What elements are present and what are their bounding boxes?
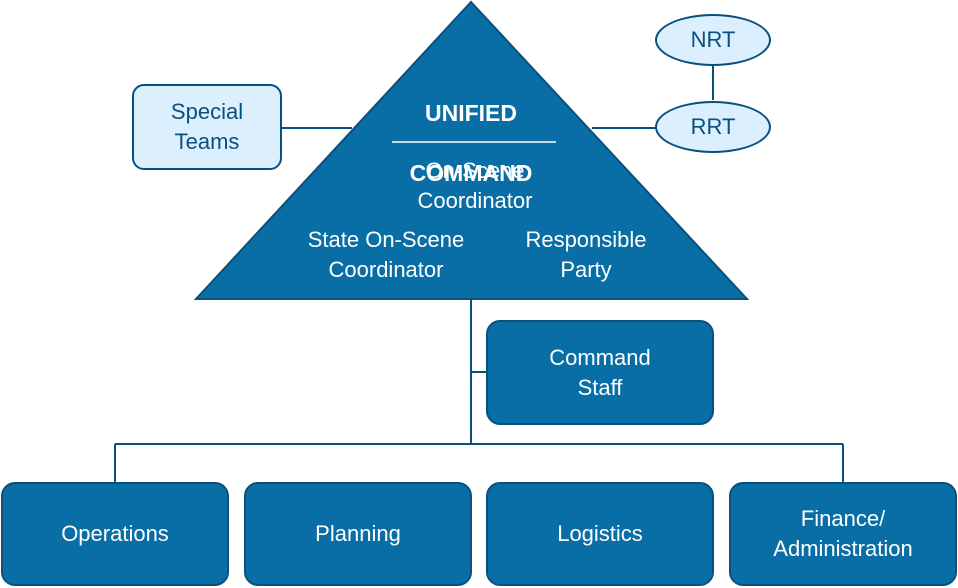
logistics-box: Logistics (486, 482, 714, 586)
state-on-scene-coordinator-label: State On-Scene Coordinator (307, 227, 465, 282)
finance-administration-box: Finance/ Administration (729, 482, 957, 586)
unified-command-title: UNIFIED COMMAND (371, 68, 571, 218)
command-staff-box: Command Staff (486, 320, 714, 425)
rrt-oval: RRT (655, 101, 771, 153)
title-line-2: COMMAND (409, 160, 533, 186)
on-scene-coordinator-label: On-Scene Coordinator (417, 158, 533, 213)
planning-box: Planning (244, 482, 472, 586)
nrt-oval: NRT (655, 14, 771, 66)
operations-box: Operations (1, 482, 229, 586)
title-line-1: UNIFIED (425, 100, 517, 126)
special-teams-box: Special Teams (132, 84, 282, 170)
responsible-party-label: Responsible Party (525, 227, 647, 282)
